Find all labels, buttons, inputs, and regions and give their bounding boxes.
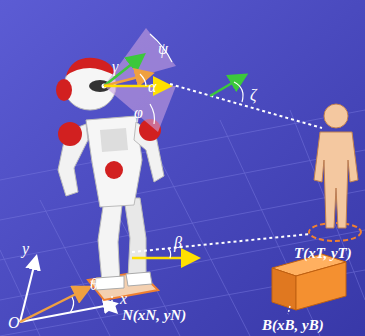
origin-label: O — [8, 314, 20, 332]
angle-label: γ — [112, 58, 118, 76]
angle-label: θ — [90, 276, 98, 294]
angle-label: ζ — [250, 86, 256, 104]
angle-label: β — [174, 234, 182, 252]
position-label: B(xB, yB) — [262, 316, 324, 334]
axis-label: y — [22, 240, 29, 258]
angle-label: φ — [134, 104, 143, 122]
angle-label: α — [148, 78, 156, 96]
position-label: N(xN, yN) — [122, 306, 186, 324]
position-label: T(xT, yT) — [294, 244, 352, 262]
axis-label: x — [120, 290, 127, 308]
angle-label: ψ — [158, 40, 168, 58]
